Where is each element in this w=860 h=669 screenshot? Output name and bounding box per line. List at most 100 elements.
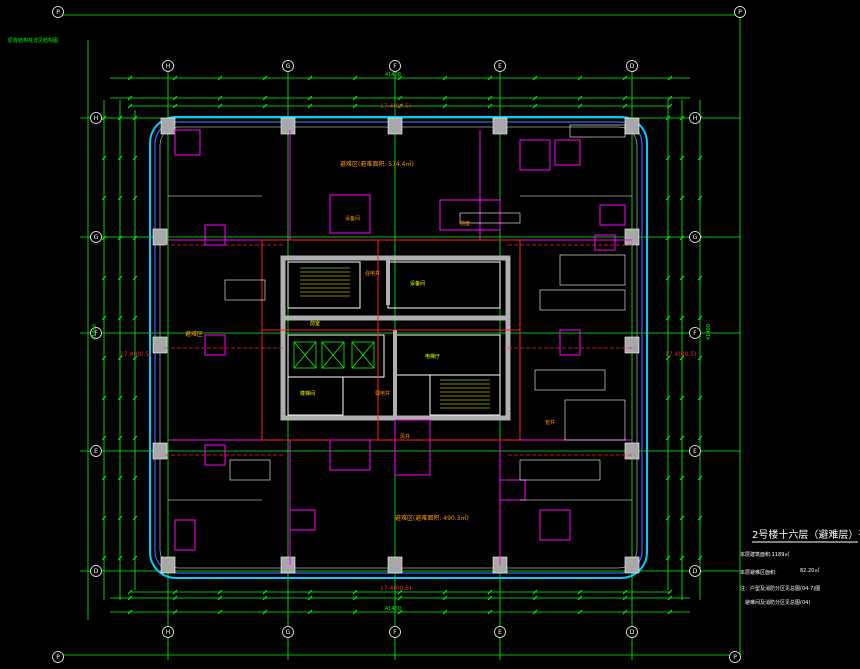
axis-bubble-corner: P xyxy=(52,651,64,663)
svg-text:G: G xyxy=(286,629,291,636)
svg-text:F: F xyxy=(393,63,397,70)
svg-text:D: D xyxy=(693,568,698,575)
svg-text:H: H xyxy=(693,115,698,122)
axis-bubble-top: H xyxy=(162,60,174,72)
column xyxy=(624,228,640,246)
overall-dim-top: 41400 xyxy=(385,72,401,78)
svg-text:P: P xyxy=(733,654,737,661)
svg-text:G: G xyxy=(693,234,698,241)
svg-text:P: P xyxy=(56,654,60,661)
axis-bubble-top: G xyxy=(282,60,294,72)
zone-label-top: 避难区(避难面积: 574.4㎡) xyxy=(340,160,414,168)
partition-lines xyxy=(168,124,632,501)
svg-text:P: P xyxy=(738,9,742,16)
core-label-4: 设备间 xyxy=(410,280,425,287)
axis-bubbles: H H G G F F E E D D H H G G F F E E D D P P P P xyxy=(52,6,746,663)
axis-bubble-left: E xyxy=(90,445,102,457)
column xyxy=(152,228,168,246)
svg-text:G: G xyxy=(286,63,291,70)
axis-bubble-top: D xyxy=(626,60,638,72)
room-tag-3: 管井 xyxy=(545,419,555,426)
svg-text:F: F xyxy=(693,330,697,337)
axis-bubble-top: E xyxy=(494,60,506,72)
column xyxy=(160,117,176,135)
axis-bubble-right: F xyxy=(689,327,701,339)
column xyxy=(387,556,403,574)
area-value: 82.20㎡ xyxy=(800,567,819,574)
core-walls xyxy=(280,255,511,421)
dimension-ticks xyxy=(101,75,703,615)
side-label-right: 17.4(00.5) xyxy=(665,351,696,358)
side-label-top: 17.4(00.5) xyxy=(380,103,411,110)
svg-text:F: F xyxy=(94,330,98,337)
column xyxy=(624,336,640,354)
corner-note: 原有结构柱详见结构图 xyxy=(8,37,58,44)
axis-bubble-corner: P xyxy=(734,6,746,18)
note-2: 避难间及消防分区见总图(04) xyxy=(745,599,810,606)
svg-text:G: G xyxy=(94,234,99,241)
svg-text:E: E xyxy=(498,629,502,636)
zone-label-left: 避难区 xyxy=(185,330,203,338)
core-label-2: 电梯厅 xyxy=(425,353,440,360)
axis-bubble-left: F xyxy=(90,327,102,339)
overall-dim-bottom: 41400 xyxy=(385,606,401,612)
axis-bubble-right: D xyxy=(689,565,701,577)
axis-bubble-bottom: D xyxy=(626,626,638,638)
column xyxy=(624,442,640,460)
overall-dim-right: 41400 xyxy=(706,324,712,340)
svg-text:E: E xyxy=(498,63,502,70)
core-label-6: 弱电井 xyxy=(375,390,390,397)
column xyxy=(280,556,296,574)
core-label-5: 强电井 xyxy=(365,270,380,277)
column xyxy=(152,336,168,354)
axis-bubble-left: D xyxy=(90,565,102,577)
svg-text:E: E xyxy=(693,448,697,455)
area-label: 本层避难区面积: xyxy=(740,569,777,576)
side-label-left: 17.4(00.5) xyxy=(120,351,151,358)
overall-dim-left: 41400 xyxy=(92,324,98,340)
axis-bubble-top: F xyxy=(389,60,401,72)
scale-note: 本层建筑面积:1189㎡ xyxy=(740,551,789,558)
svg-text:D: D xyxy=(94,568,99,575)
zone-label-bottom: 避难区(避难面积: 490.3㎡) xyxy=(395,514,469,522)
core-label-3: 楼梯间 xyxy=(300,390,315,397)
column xyxy=(387,117,403,135)
svg-text:E: E xyxy=(94,448,98,455)
annotations: 避难区(避难面积: 574.4㎡) 避难区(避难面积: 490.3㎡) 避难区 … xyxy=(8,37,860,612)
drawing-title: 2号楼十六层（避难层）平面图 xyxy=(752,528,860,541)
column xyxy=(160,556,176,574)
svg-text:P: P xyxy=(56,9,60,16)
axis-bubble-right: H xyxy=(689,112,701,124)
note-1: 注：户型及消防分区见总图(04-7)图 xyxy=(740,585,820,592)
svg-text:H: H xyxy=(94,115,99,122)
axis-bubble-bottom: G xyxy=(282,626,294,638)
axis-bubble-right: E xyxy=(689,445,701,457)
svg-text:D: D xyxy=(630,629,635,636)
zoning-lines xyxy=(165,244,635,456)
axis-bubble-bottom: E xyxy=(494,626,506,638)
axis-bubble-corner: P xyxy=(729,651,741,663)
svg-text:H: H xyxy=(166,63,171,70)
room-tag-4: 前室 xyxy=(460,220,470,227)
column xyxy=(624,556,640,574)
side-label-bottom: 17.4(00.5) xyxy=(380,585,411,592)
column xyxy=(624,117,640,135)
axis-bubble-bottom: H xyxy=(162,626,174,638)
svg-text:F: F xyxy=(393,629,397,636)
structural-columns xyxy=(152,117,640,574)
room-tag-2: 风井 xyxy=(400,433,410,440)
core-red-lines xyxy=(261,239,521,441)
core-label-1: 前室 xyxy=(310,320,320,327)
svg-text:H: H xyxy=(166,629,171,636)
column xyxy=(152,442,168,460)
room-tag-1: 设备间 xyxy=(345,215,360,222)
axis-bubble-left: H xyxy=(90,112,102,124)
column xyxy=(280,117,296,135)
column xyxy=(492,117,508,135)
svg-text:D: D xyxy=(630,63,635,70)
axis-bubble-bottom: F xyxy=(389,626,401,638)
axis-bubble-corner: P xyxy=(52,6,64,18)
axis-bubble-right: G xyxy=(689,231,701,243)
axis-bubble-left: G xyxy=(90,231,102,243)
